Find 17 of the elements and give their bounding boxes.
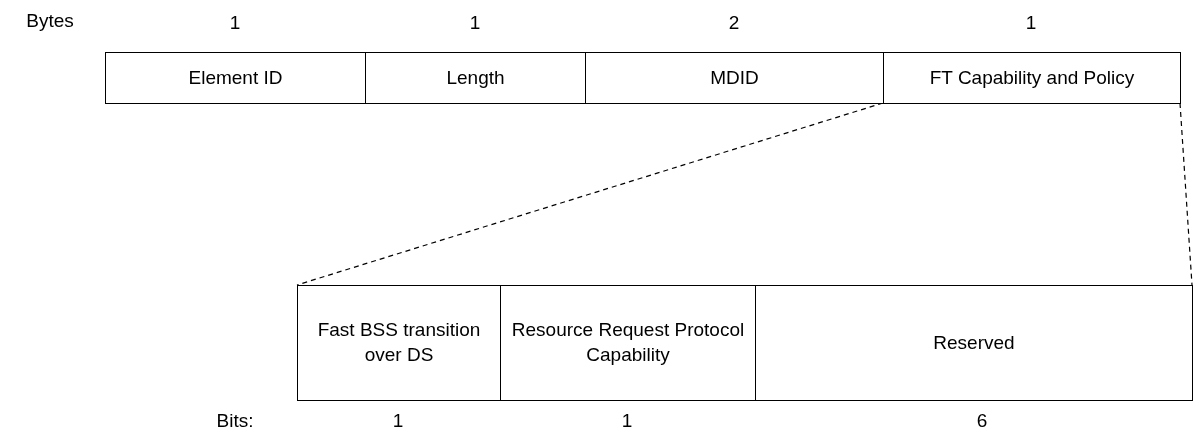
field-box: Length — [365, 52, 586, 104]
field-size-label: Bytes — [25, 10, 75, 33]
field-size-label: 6 — [975, 410, 989, 433]
field-size-label: 1 — [391, 410, 405, 433]
field-box: Fast BSS transition over DS — [297, 285, 501, 401]
field-box: Resource Request Protocol Capability — [500, 285, 756, 401]
field-size-label: 1 — [1024, 12, 1038, 35]
field-size-label: Bits: — [215, 410, 255, 433]
field-box: Reserved — [755, 285, 1193, 401]
field-size-label: 1 — [228, 12, 242, 35]
field-box: Element ID — [105, 52, 366, 104]
dashed-connector — [1179, 102, 1193, 286]
field-box: MDID — [585, 52, 884, 104]
field-size-label: 1 — [468, 12, 482, 35]
field-box: FT Capability and Policy — [883, 52, 1181, 104]
field-size-label: 1 — [620, 410, 634, 433]
field-size-label: 2 — [727, 12, 741, 35]
